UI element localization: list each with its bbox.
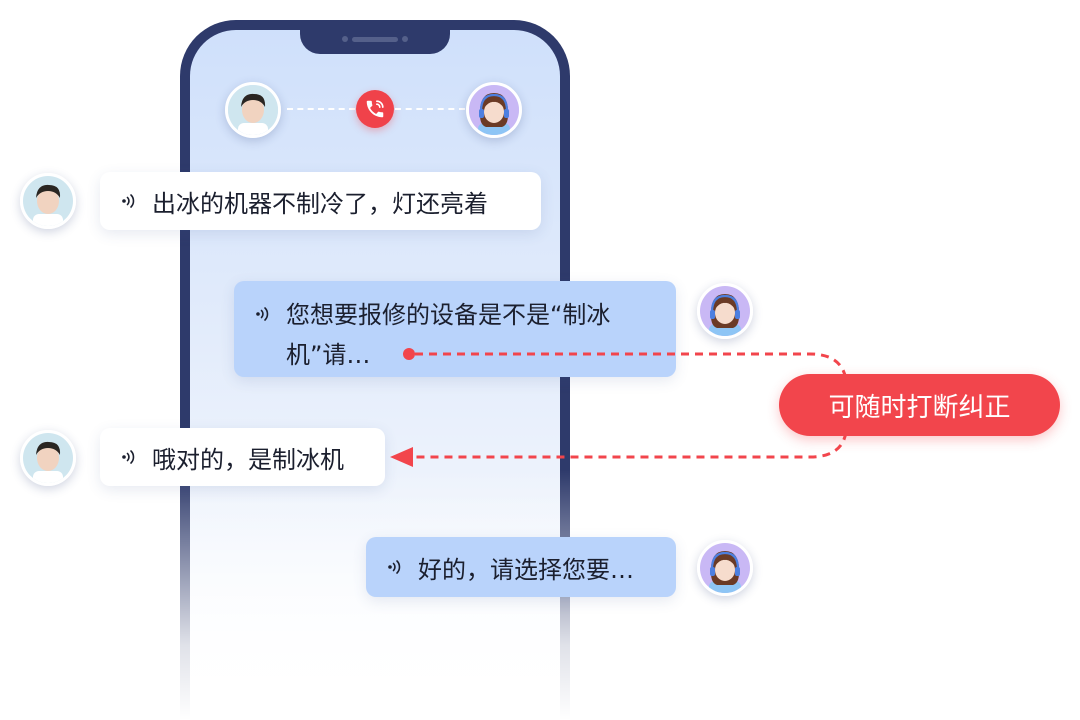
message-text: 好的，请选择您要…: [418, 555, 634, 584]
notch-dot: [402, 36, 408, 42]
female-agent-headset-avatar-icon: [469, 85, 519, 135]
voice-wave-icon: [120, 448, 142, 466]
voice-wave-icon: [254, 305, 276, 323]
voice-wave-icon: [120, 192, 142, 210]
notch-speaker: [352, 37, 398, 42]
message-text: 出冰的机器不制冷了，灯还亮着: [152, 189, 488, 218]
agent-avatar: [697, 540, 753, 596]
interrupt-start-dot: [403, 348, 415, 360]
agent-message-bubble: 您想要报修的设备是不是“制冰机”请…: [234, 281, 676, 377]
interrupt-correction-label: 可随时打断纠正: [779, 374, 1060, 436]
male-user-avatar-icon: [23, 433, 73, 483]
user-avatar: [20, 430, 76, 486]
message-text: 哦对的，是制冰机: [152, 445, 344, 474]
phone-notch: [300, 20, 450, 54]
agent-avatar: [697, 283, 753, 339]
user-message-bubble: 哦对的，是制冰机: [100, 428, 385, 486]
user-message-bubble: 出冰的机器不制冷了，灯还亮着: [100, 172, 541, 230]
female-agent-headset-avatar-icon: [700, 286, 750, 336]
voice-wave-icon: [386, 558, 408, 576]
agent-message-bubble: 好的，请选择您要…: [366, 537, 676, 597]
connection-line-right: [395, 108, 465, 110]
interrupt-path-bottom: [410, 431, 848, 459]
call-button[interactable]: [356, 90, 394, 128]
interrupt-arrowhead: [390, 447, 413, 467]
user-avatar: [20, 173, 76, 229]
male-user-avatar-icon: [228, 85, 278, 135]
notch-dot: [342, 36, 348, 42]
female-agent-headset-avatar-icon: [700, 543, 750, 593]
male-user-avatar-icon: [23, 176, 73, 226]
caller-user-avatar: [225, 82, 281, 138]
connection-line-left: [287, 108, 355, 110]
phone-ringing-icon: [366, 100, 384, 118]
callee-agent-avatar: [466, 82, 522, 138]
message-text: 您想要报修的设备是不是“制冰机”请…: [286, 301, 611, 369]
interrupt-path-top: [415, 352, 848, 381]
